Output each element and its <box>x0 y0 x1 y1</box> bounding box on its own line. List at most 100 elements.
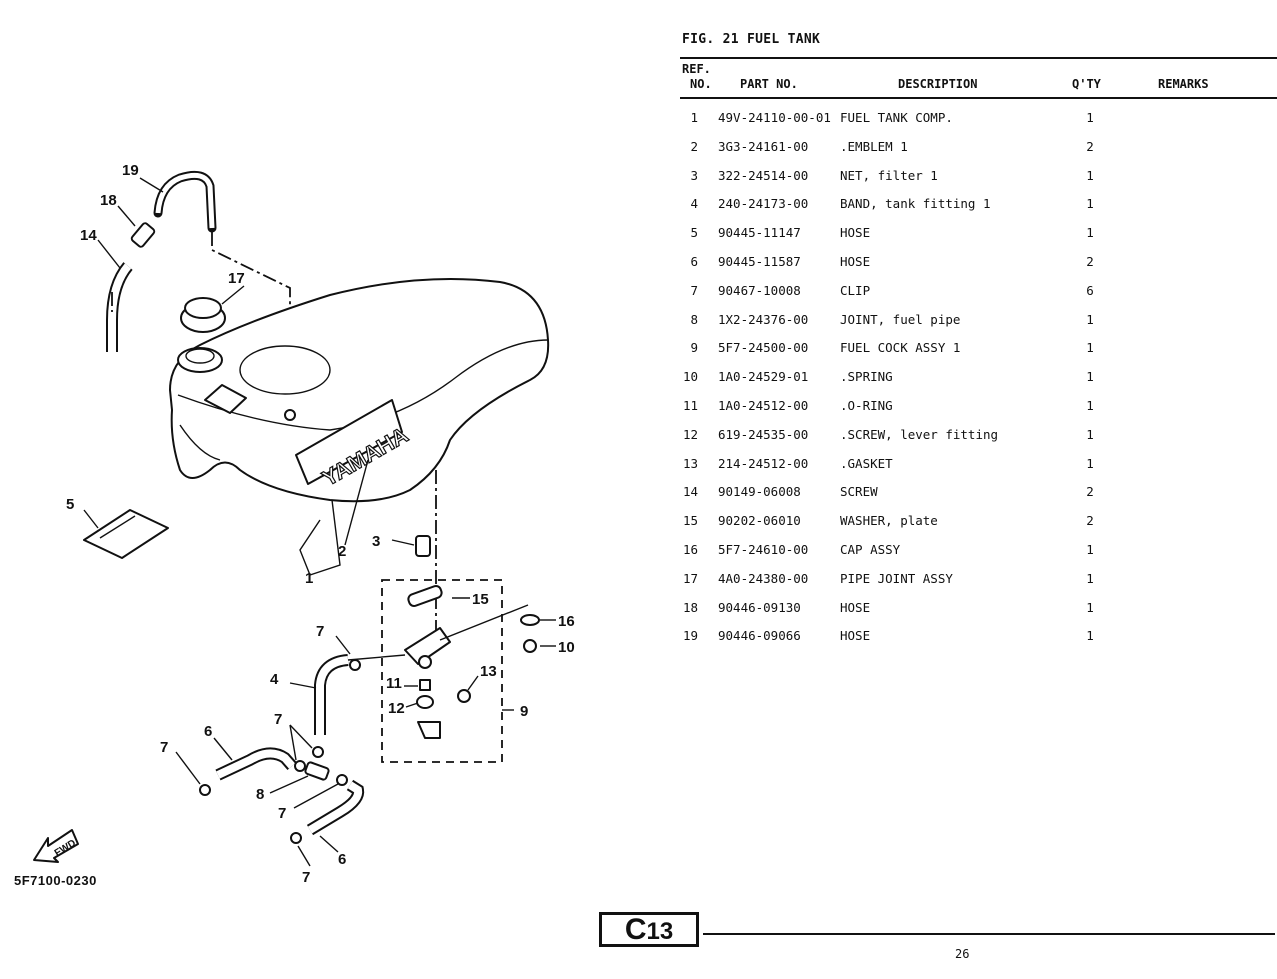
vent-fitting <box>284 409 296 421</box>
description: FUEL TANK COMP. <box>840 110 953 125</box>
qty: 1 <box>1086 110 1094 125</box>
figure-title: FIG. 21 FUEL TANK <box>682 32 821 47</box>
callout: 14 <box>80 227 97 244</box>
description: WASHER, plate <box>840 513 938 529</box>
qty: 1 <box>1086 340 1094 356</box>
description: .GASKET <box>840 455 893 471</box>
drawing-code: 5F7100-0230 <box>14 873 97 888</box>
callout: 10 <box>558 639 575 656</box>
description: .SCREW, lever fitting <box>840 426 999 442</box>
part-no: 619-24535-00 <box>718 426 809 442</box>
part-no: 90445-11587 <box>718 253 801 269</box>
fuel-cock-assy-box <box>381 579 503 763</box>
part-no: 322-24514-00 <box>718 167 809 183</box>
o-ring-11 <box>416 695 434 709</box>
header-ref-line1: REF. <box>682 62 711 76</box>
screw-14 <box>523 639 537 653</box>
ref-no: 11 <box>682 397 698 413</box>
vent-leader-line <box>211 232 291 408</box>
tank-plate <box>204 384 247 414</box>
description: NET, filter 1 <box>840 167 938 183</box>
clip-7 <box>199 784 211 796</box>
part-no: 4A0-24380-00 <box>718 570 809 586</box>
leader-1 <box>299 499 341 576</box>
badge-letter: C <box>624 912 647 946</box>
part-no: 5F7-24500-00 <box>718 340 809 356</box>
description: HOSE <box>840 599 871 615</box>
ref-no: 3 <box>690 167 698 183</box>
header-description: DESCRIPTION <box>898 77 978 91</box>
clip-7 <box>336 774 348 786</box>
callout-leaders <box>83 177 556 867</box>
ref-no: 8 <box>690 311 698 327</box>
qty: 2 <box>1086 253 1094 269</box>
footer-rule <box>703 933 1275 935</box>
ref-no: 15 <box>682 513 698 529</box>
ref-no: 2 <box>690 138 698 154</box>
ref-no: 6 <box>690 253 698 269</box>
net-filter-3 <box>415 535 431 557</box>
header-qty: Q'TY <box>1072 77 1101 91</box>
clip-7 <box>349 659 361 671</box>
table-top-rule <box>680 57 1277 59</box>
callout: 7 <box>274 711 282 728</box>
exploded-parts-diagram: YAMAHA <box>33 162 575 886</box>
yamaha-emblem <box>295 399 403 485</box>
hose-18 <box>153 170 217 233</box>
qty: 2 <box>1086 513 1094 529</box>
tank-opening <box>239 345 331 395</box>
callout: 18 <box>100 192 117 209</box>
description: .EMBLEM 1 <box>840 138 908 154</box>
ref-no: 17 <box>682 570 698 586</box>
pipe-joint-17 <box>130 222 156 248</box>
header-ref-line2: NO. <box>690 77 712 91</box>
part-no: 90446-09130 <box>718 599 801 615</box>
fwd-arrow-icon: FWD <box>33 829 79 863</box>
callout: 6 <box>338 851 346 868</box>
callout: 3 <box>372 533 380 550</box>
table-row: 3 322-24514-00 NET, filter 1 1 <box>680 166 1277 195</box>
ref-no: 18 <box>682 599 698 615</box>
ref-no: 12 <box>682 426 698 442</box>
description: .O-RING <box>840 397 893 413</box>
qty: 1 <box>1086 196 1094 212</box>
callout: 13 <box>480 663 497 680</box>
filler-neck <box>177 347 223 373</box>
part-no: 90467-10008 <box>718 282 801 298</box>
description: SCREW <box>840 484 878 500</box>
callout: 7 <box>160 739 168 756</box>
callout: 7 <box>302 869 310 886</box>
qty: 1 <box>1086 628 1094 644</box>
callout: 8 <box>256 786 264 803</box>
qty: 1 <box>1086 541 1094 557</box>
description: FUEL COCK ASSY 1 <box>840 340 961 356</box>
callout: 7 <box>278 805 286 822</box>
description: CLIP <box>840 282 871 298</box>
qty: 1 <box>1086 311 1094 327</box>
header-part-no: PART NO. <box>740 77 798 91</box>
description: JOINT, fuel pipe <box>840 311 961 327</box>
callout: 17 <box>228 270 245 287</box>
page-number: 26 <box>955 947 970 961</box>
qty: 1 <box>1086 369 1094 385</box>
clip-7 <box>290 832 302 844</box>
callout-numbers: 19 18 14 17 5 2 1 3 15 16 10 13 11 12 9 … <box>66 162 575 886</box>
callout: 5 <box>66 496 74 513</box>
leader-2 <box>344 459 369 546</box>
qty: 1 <box>1086 167 1094 183</box>
callout: 1 <box>305 570 313 587</box>
part-no: 3G3-24161-00 <box>718 138 809 154</box>
ref-no: 13 <box>682 455 698 471</box>
qty: 1 <box>1086 570 1094 586</box>
